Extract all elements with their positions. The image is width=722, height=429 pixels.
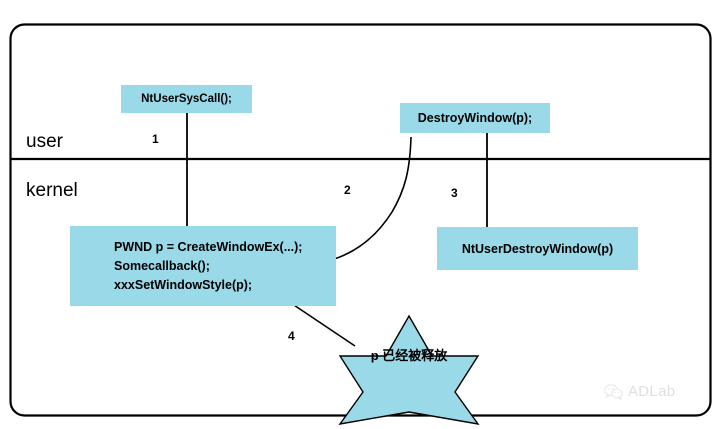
box-destroywindow-label: DestroyWindow(p); (417, 111, 533, 125)
code-line-1: PWND p = CreateWindowEx(...); (114, 239, 303, 254)
box-destroywindow[interactable]: DestroyWindow(p); (400, 103, 550, 133)
star-label: p 已经被释放 (370, 348, 448, 363)
box-ntusersyscall-label: NtUserSysCall(); (141, 93, 232, 105)
box-code-block[interactable]: PWND p = CreateWindowEx(...); Somecallba… (70, 226, 336, 306)
step-number-4: 4 (288, 329, 295, 343)
code-line-3: xxxSetWindowStyle(p); (114, 277, 253, 292)
step-number-3: 3 (451, 186, 458, 200)
watermark-text: ADLab (628, 383, 676, 400)
watermark: ADLab (604, 383, 675, 400)
step-number-1: 1 (152, 132, 159, 146)
box-ntusersyscall[interactable]: NtUserSysCall(); (121, 85, 252, 113)
wechat-icon (604, 383, 623, 400)
code-line-2: Somecallback(); (114, 258, 210, 273)
box-ntuserdestroywindow-label: NtUserDestroyWindow(p) (461, 241, 614, 256)
star-shape (338, 314, 480, 425)
box-ntuserdestroywindow[interactable]: NtUserDestroyWindow(p) (437, 227, 638, 270)
zone-label-kernel: kernel (26, 180, 78, 201)
step-number-2: 2 (344, 183, 351, 197)
zone-label-user: user (26, 131, 63, 152)
